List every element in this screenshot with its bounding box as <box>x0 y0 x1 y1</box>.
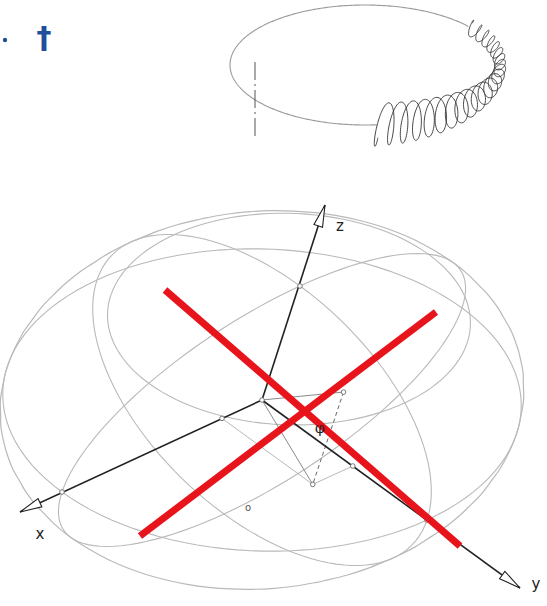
axis-arrowhead <box>500 571 520 588</box>
cut-off-dot <box>3 38 7 42</box>
axis-arrowhead <box>314 205 325 227</box>
angle-label: φ <box>315 421 325 435</box>
spherical-coordinates-figure <box>0 205 523 589</box>
angle-label: o <box>245 503 251 513</box>
point-marker <box>298 284 303 289</box>
point-marker <box>310 482 315 487</box>
point-marker <box>341 390 346 395</box>
red-cross-stroke <box>140 312 436 536</box>
coil-winding <box>374 20 505 146</box>
dagger-mark: † <box>37 23 52 53</box>
point-marker <box>260 398 265 403</box>
sphere-great-circle <box>3 249 522 551</box>
point-marker <box>220 416 225 421</box>
coordinate-axis <box>262 205 325 400</box>
sphere-great-circle <box>93 235 432 566</box>
axis-label: y <box>532 577 541 592</box>
coordinate-axis <box>262 400 520 588</box>
projection-line <box>313 466 353 484</box>
axis-arrowhead <box>20 499 42 512</box>
axis-label: z <box>336 219 344 234</box>
point-marker <box>350 464 355 469</box>
projection-line <box>222 418 313 484</box>
axis-dashed-line <box>255 62 256 138</box>
sphere-great-circle <box>58 254 465 547</box>
toroidal-coil <box>230 5 506 146</box>
axis-label: x <box>36 527 45 542</box>
point-marker <box>60 490 65 495</box>
coordinate-axis <box>20 400 262 512</box>
sphere-outline <box>0 211 523 590</box>
